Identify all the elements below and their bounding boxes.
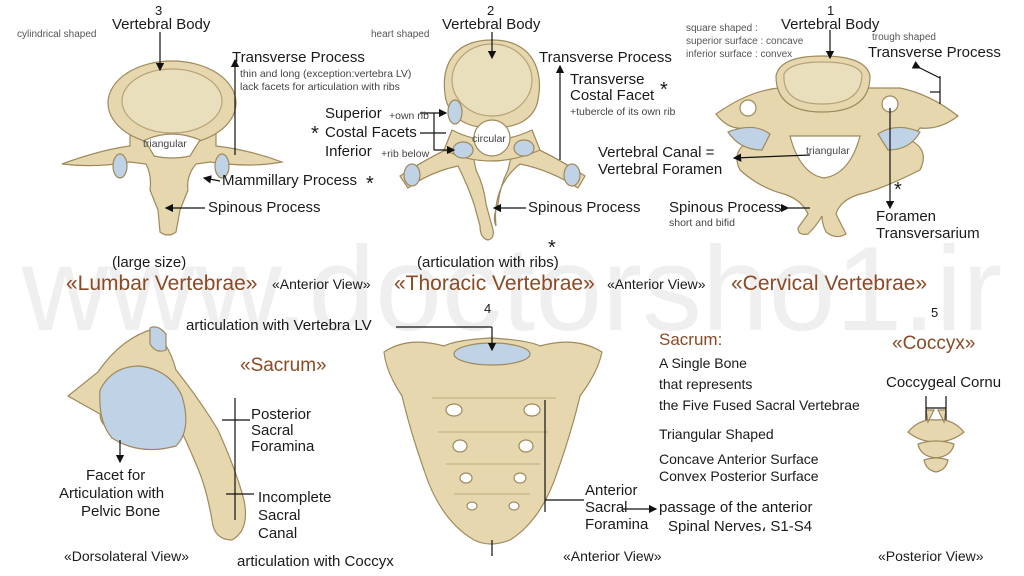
coccygeal-cornu-label: Coccygeal Cornu (886, 375, 1001, 391)
sacrum-info-line-6: Convex Posterior Surface (659, 467, 819, 486)
lumbar-transverse-note-1: thin and long (exception:vertebra LV) (240, 68, 411, 81)
cervical-canal-label-1: Vertebral Canal = (598, 145, 714, 161)
cervical-canal-shape: triangular (806, 145, 850, 158)
thoracic-facets-star: * (311, 124, 319, 145)
cervical-foramen-star: * (894, 180, 902, 201)
thoracic-inferior-label: Inferior (325, 144, 372, 160)
cervical-body-label: Vertebral Body (781, 17, 879, 33)
sacrum-info-line-2: that represents (659, 375, 752, 394)
incomplete-canal-label-1: Incomplete (258, 490, 331, 506)
cervical-spinous-label: Spinous Process (669, 200, 782, 216)
thoracic-body-label: Vertebral Body (442, 17, 540, 33)
cervical-title: «Cervical Vertebrae» (731, 273, 927, 295)
cervical-canal-label-2: Vertebral Foramen (598, 162, 722, 178)
coccyx-view: «Posterior View» (878, 549, 984, 564)
cervical-shape-1: square shaped : (686, 24, 758, 35)
sacrum-bottom-label: articulation with Coccyx (237, 554, 394, 570)
posterior-foramina-label-3: Foramina (251, 439, 314, 455)
sacrum-info-heading: Sacrum: (659, 331, 722, 349)
sacrum-anterior-view: «Anterior View» (563, 549, 662, 564)
incomplete-canal-label-2: Sacral (258, 508, 301, 524)
cervical-transverse-label: Transverse Process (868, 45, 1001, 61)
thoracic-ribs-star: * (548, 238, 556, 259)
coccyx-drawing (908, 410, 964, 472)
thoracic-view: «Anterior View» (607, 277, 706, 292)
sacrum-number: 4 (484, 302, 491, 316)
lumbar-transverse-note-2: lack facets for articulation with ribs (240, 81, 400, 94)
coccyx-number: 5 (931, 306, 938, 320)
cervical-foramen-label-1: Foramen (876, 209, 936, 225)
thoracic-costal-note: +tubercle of its own rib (570, 106, 675, 119)
cervical-foramen-label-2: Transversarium (876, 226, 980, 242)
facet-label-3: Pelvic Bone (81, 504, 160, 520)
thoracic-canal-label: circular (472, 133, 506, 146)
sacrum-anterior-drawing (384, 338, 602, 544)
sacrum-top-label: articulation with Vertebra LV (186, 318, 372, 334)
sacrum-info-line-4: Triangular Shaped (659, 425, 774, 444)
lumbar-shape-note: cylindrical shaped (17, 30, 97, 41)
thoracic-costal-facet-1: Transverse (570, 72, 644, 88)
thoracic-inferior-note: +rib below (381, 148, 429, 161)
sacrum-info-line-1: A Single Bone (659, 354, 747, 373)
lumbar-transverse-label: Transverse Process (232, 50, 365, 66)
thoracic-title: «Thoracic Vertebrae» (394, 273, 595, 295)
facet-label-2: Articulation with (59, 486, 164, 502)
lumbar-view: «Anterior View» (272, 277, 371, 292)
thoracic-superior-note: +own rib (389, 110, 429, 123)
facet-label-1: Facet for (86, 468, 145, 484)
thoracic-costal-star: * (660, 80, 668, 101)
cervical-shape-3: inferior surface : convex (686, 50, 792, 61)
lumbar-title: «Lumbar Vertebrae» (66, 273, 257, 295)
cervical-trough-note: trough shaped (872, 33, 936, 44)
lumbar-body-label: Vertebral Body (112, 17, 210, 33)
coccyx-title: «Coccyx» (892, 334, 975, 354)
sacrum-lateral-view: «Dorsolateral View» (64, 549, 189, 564)
lumbar-mammillary-label: Mammillary Process (222, 173, 357, 189)
thoracic-costal-facet-2: Costal Facet (570, 88, 654, 104)
anterior-foramina-label-1: Anterior (585, 483, 638, 499)
posterior-foramina-label-1: Posterior (251, 407, 311, 423)
incomplete-canal-label-3: Canal (258, 526, 297, 542)
lumbar-size-note: (large size) (112, 255, 186, 271)
posterior-foramina-label-2: Sacral (251, 423, 294, 439)
thoracic-shape-note: heart shaped (371, 30, 429, 41)
cervical-spinous-note: short and bifid (669, 217, 735, 230)
anterior-foramina-label-3: Foramina (585, 517, 648, 533)
thoracic-spinous-label: Spinous Process (528, 200, 641, 216)
thoracic-ribs-note: (articulation with ribs) (417, 255, 559, 271)
lumbar-mammillary-star: * (366, 174, 374, 195)
thoracic-transverse-label: Transverse Process (539, 50, 672, 66)
passage-label-2: Spinal Nerves، S1-S4 (668, 519, 812, 535)
passage-label-1: passage of the anterior (659, 500, 812, 516)
lumbar-canal-label: triangular (143, 138, 187, 151)
anterior-foramina-label-2: Sacral (585, 500, 628, 516)
sacrum-info-line-3: the Five Fused Sacral Vertebrae (659, 396, 860, 415)
thoracic-costal-facets-label: Costal Facets (325, 125, 417, 141)
lumbar-spinous-label: Spinous Process (208, 200, 321, 216)
thoracic-superior-label: Superior (325, 106, 382, 122)
sacrum-lateral-title: «Sacrum» (240, 356, 327, 376)
cervical-shape-2: superior surface : concave (686, 37, 803, 48)
